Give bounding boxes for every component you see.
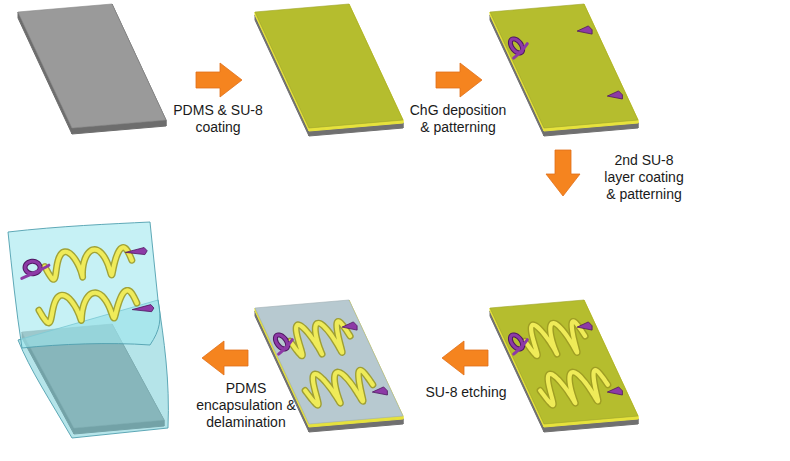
su8-waveguide-top-outline [525,321,585,355]
encapsulated-waveguide-bottom-outline [39,290,137,323]
process-arrow [442,341,488,375]
step-label: SU-8 etching [414,384,518,401]
etched-waveguide-top-outline [290,321,350,355]
step-label: PDMS & SU-8 coating [168,102,268,136]
su8-taper-top [577,322,592,330]
step-2-panel [255,4,403,136]
su8-taper-bottom [607,387,622,395]
encapsulated-waveguide-top-outline [45,247,132,279]
step-6-panel [8,222,168,438]
chg-substrate-layer-top [490,4,638,128]
encapsulated-waveguide-top [45,247,132,279]
etched-waveguide-bottom-outline [305,370,373,405]
chg-spiral-lead [514,44,528,58]
su8-substrate-layer-top [490,300,638,424]
coated-substrate-layer-top [255,4,403,128]
etched-waveguide-top [290,321,350,355]
su8-waveguide-bottom [540,370,608,405]
process-arrow [196,63,242,97]
process-arrow [202,341,248,375]
su8-spiral-lead [514,340,528,354]
encapsulated-taper-top [125,248,147,255]
step-label: PDMS encapsulation & delamination [196,380,296,431]
etched-spiral-lead [279,340,293,354]
bare-substrate-top [18,4,166,128]
step-3-panel [490,4,638,136]
encapsulated-taper-bottom [132,305,154,312]
etched-taper-top [342,322,357,330]
step-label: 2nd SU-8 layer coating & patterning [598,152,690,203]
su8-waveguide-bottom-outline [540,370,608,405]
encapsulated-waveguide-bottom [39,290,137,323]
etched-taper-bottom [372,387,387,395]
process-arrow [546,150,580,196]
step-label: ChG deposition & patterning [405,102,511,136]
chg-taper-top [577,26,592,34]
chg-taper-bottom [607,91,622,99]
pdms-sheet-peeled [8,222,160,348]
encapsulated-spiral-lead [22,265,49,278]
process-arrow [436,63,482,97]
step-4-panel [490,300,638,432]
etched-waveguide-bottom [305,370,373,405]
step-1-panel [18,4,166,134]
su8-waveguide-top [525,321,585,355]
